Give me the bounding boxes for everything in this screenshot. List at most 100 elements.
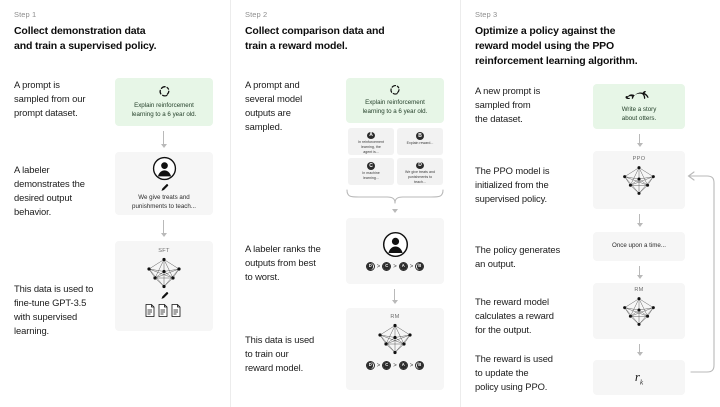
model-output-card-d: D We give treats and punishments to teac… [397,158,443,185]
arrow-head-icon [636,275,643,279]
reward-formula: rk [635,369,643,387]
rank-separator: > [393,362,397,369]
rank-badge: C [383,362,390,369]
neural-network-icon [618,164,660,197]
model-output-card-b: B Explain reward... [397,128,443,155]
caption-text: A prompt and several model outputs are s… [245,79,303,133]
step-3-reward-panel: rk [593,360,685,395]
arrow-connector [639,344,640,353]
arrow-head-icon [636,352,643,356]
step-3-label: Step 3 [475,10,498,19]
reward-symbol: r [634,368,640,384]
reinforcement-loop-icon [389,84,401,96]
reinforcement-loop-icon [158,85,171,98]
rank-item-3: A [398,262,408,271]
output-text-b: Explain reward... [406,141,434,145]
arrow-head-icon [160,144,167,148]
reward-subscript: k [639,378,644,387]
caption-text: This data is used to train our reward mo… [245,334,315,374]
step-1-labeler-panel: We give treats and punishments to teach.… [115,152,213,215]
arrow-head-icon [391,300,398,304]
rank-badge: C [383,263,390,270]
step-3-output-panel: Once upon a time... [593,232,685,261]
arrow-head-icon [160,233,167,237]
rank-separator: > [409,362,414,369]
neural-network-icon [142,256,186,290]
person-icon [382,231,409,258]
documents-icon [144,303,184,318]
rank-item-2: C [382,361,392,370]
sft-model-tag: SFT [158,248,170,254]
person-icon [152,156,177,181]
pencil-icon [160,183,169,192]
rank-badge: D [366,263,374,270]
step-2-column: Step 2 Collect comparison data and train… [230,0,460,407]
arrow-connector [639,134,640,144]
ranking-row: D > C > A > B [365,361,425,370]
step-2-prompt-panel: Explain reinforcement learning to a 6 ye… [346,78,444,123]
step-3-rm-panel: RM [593,283,685,339]
step-2-title: Collect comparison data and train a rewa… [245,25,385,52]
arrow-head-icon [636,143,643,147]
neural-network-icon [618,295,660,328]
caption-text: This data is used to fine-tune GPT-3.5 w… [14,283,94,337]
caption-text: A prompt is sampled from our prompt data… [14,79,86,119]
ppo-model-tag: PPO [632,156,646,162]
rank-item-2: C [382,262,392,271]
step-1-row-1-caption: A prompt is sampled from our prompt data… [14,78,85,120]
arrow-head-icon [636,223,643,227]
arrow-connector [394,289,395,301]
step-2-row-2-caption: A labeler ranks the outputs from best to… [245,242,321,284]
rm-model-tag: RM [390,314,400,320]
neural-network-icon [373,322,417,356]
step-2-label: Step 2 [245,10,268,19]
step-3-row-3-caption: The policy generates an output. [475,243,560,271]
model-output-card-c: C In machine learning... [348,158,394,185]
rank-badge: D [366,362,374,369]
generated-output-text: Once upon a time... [612,242,666,249]
step-1-label: Step 1 [14,10,37,19]
rank-badge: A [400,263,407,270]
step-3-row-2-caption: The PPO model is initialized from the su… [475,164,550,206]
caption-text: A new prompt is sampled from the dataset… [475,85,541,125]
step-1-row-2-caption: A labeler demonstrates the desired outpu… [14,163,85,219]
rank-separator: > [376,263,381,270]
step-3-column: Step 3 Optimize a policy against the rew… [460,0,720,407]
rank-item-4: B [415,262,425,271]
output-badge-a: A [367,132,375,139]
arrow-head-icon [392,209,398,213]
caption-text: The reward is used to update the policy … [475,353,553,393]
output-badge-b: B [416,132,424,140]
ppo-update-loop-arrow [685,168,719,385]
arrow-connector [639,266,640,276]
step-2-row-3-caption: This data is used to train our reward mo… [245,333,314,375]
output-badge-d: D [416,162,424,169]
step-2-labeler-rank-panel: D > C > A > B [346,218,444,284]
step-1-row-3-caption: This data is used to fine-tune GPT-3.5 w… [14,282,93,338]
labeler-demo-text: We give treats and punishments to teach.… [132,193,196,210]
step-1-title: Collect demonstration data and train a s… [14,25,157,52]
model-output-card-a: A In reinforcement learning, the agent i… [348,128,394,155]
arrow-connector [163,131,164,145]
step-3-ppo-panel: PPO [593,151,685,209]
rank-item-3: A [398,361,408,370]
arrow-connector [163,220,164,234]
rank-badge: B [416,362,424,369]
step-1-sft-panel: SFT [115,241,213,331]
prompt-text: Explain reinforcement learning to a 6 ye… [362,99,428,115]
rank-separator: > [393,263,397,270]
converging-brace-icon [345,188,445,215]
step-3-row-4-caption: The reward model calculates a reward for… [475,295,554,337]
rank-item-1: D [365,361,375,370]
step-3-prompt-panel: Write a story about otters. [593,84,685,129]
caption-text: The PPO model is initialized from the su… [475,165,550,205]
rank-item-4: B [415,361,425,370]
rank-item-1: D [365,262,375,271]
step-1-prompt-panel: Explain reinforcement learning to a 6 ye… [115,78,213,126]
caption-text: A labeler ranks the outputs from best to… [245,243,321,283]
arrow-connector [639,214,640,224]
prompt-text: Explain reinforcement learning to a 6 ye… [131,101,197,118]
otter-icon [624,89,654,103]
rank-badge: A [400,362,407,369]
